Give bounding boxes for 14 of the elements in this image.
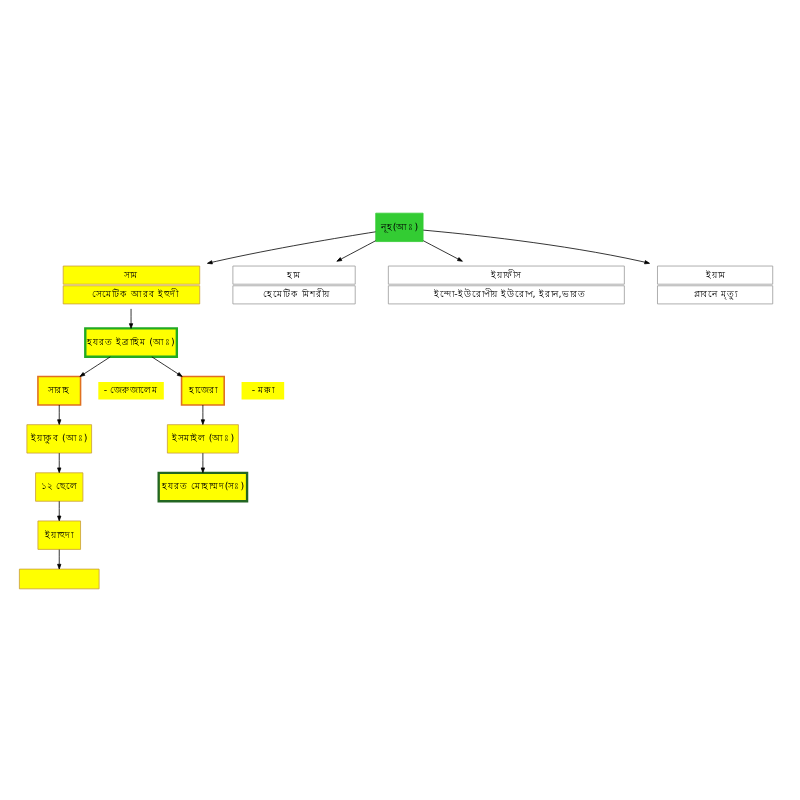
arrow <box>57 548 62 569</box>
node-box <box>19 567 100 589</box>
arrow <box>57 499 62 521</box>
arrow <box>207 230 376 264</box>
arrow <box>151 355 183 376</box>
arrow <box>79 355 111 376</box>
arrow <box>129 307 134 328</box>
arrow <box>200 403 205 424</box>
arrow <box>57 451 62 473</box>
arrow <box>422 228 650 264</box>
arrow <box>422 239 463 261</box>
arrow <box>200 451 205 473</box>
arrow <box>336 239 377 261</box>
arrow <box>57 403 62 424</box>
